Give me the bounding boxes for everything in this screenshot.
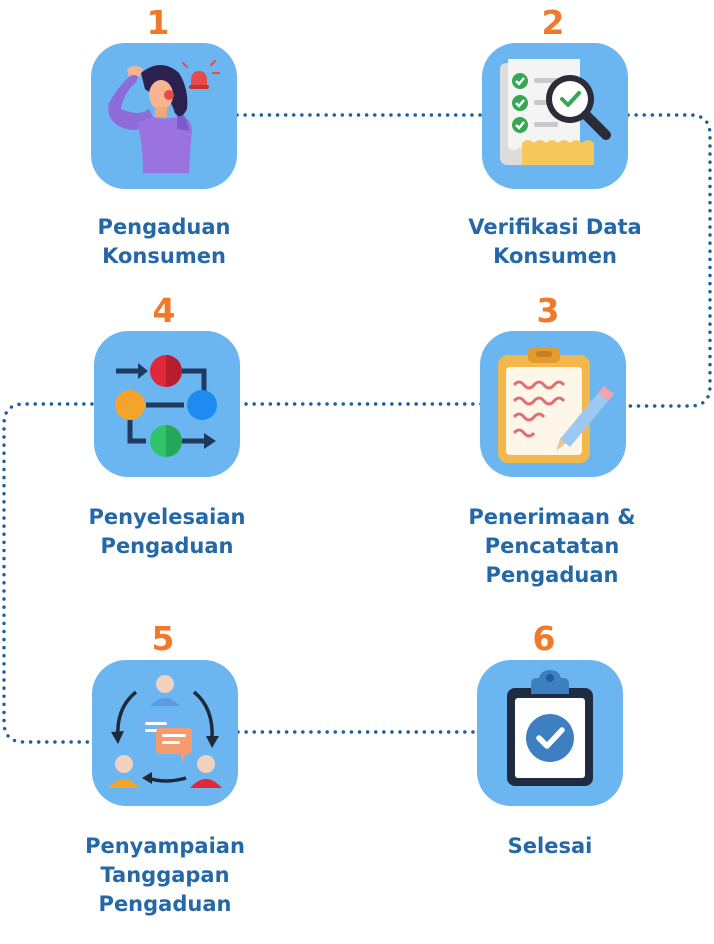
step-5-label: Penyampaian Tanggapan Pengaduan — [85, 834, 245, 916]
step-6-number: 6 — [532, 619, 556, 658]
step-3-label: Penerimaan & Pencatatan Pengaduan — [468, 505, 636, 587]
step-5-tile — [92, 660, 238, 806]
step-3-tile — [480, 331, 626, 477]
complaining-woman-icon — [108, 60, 220, 173]
step-4-label: Penyelesaian Pengaduan — [88, 505, 246, 558]
step-2-number: 2 — [541, 3, 565, 42]
step-4-number: 4 — [152, 291, 176, 330]
step-4-tile — [94, 331, 240, 477]
step-6-tile — [477, 660, 623, 806]
step-1-tile — [91, 43, 237, 189]
step-2-label: Verifikasi Data Konsumen — [468, 215, 642, 268]
step-2-tile — [482, 43, 628, 189]
document-verification-icon — [500, 59, 611, 165]
connector-2-3 — [624, 113, 712, 408]
step-1-label: Pengaduan Konsumen — [97, 215, 231, 268]
step-6-label: Selesai — [507, 834, 593, 858]
step-3-number: 3 — [536, 291, 560, 330]
clipboard-check-icon — [507, 670, 593, 786]
step-1-number: 1 — [146, 3, 170, 42]
clipboard-notes-icon — [498, 347, 614, 463]
step-5-number: 5 — [151, 619, 175, 658]
connector-4-5 — [2, 402, 94, 744]
process-flow-icon — [115, 355, 217, 457]
communication-cycle-icon — [108, 675, 222, 788]
